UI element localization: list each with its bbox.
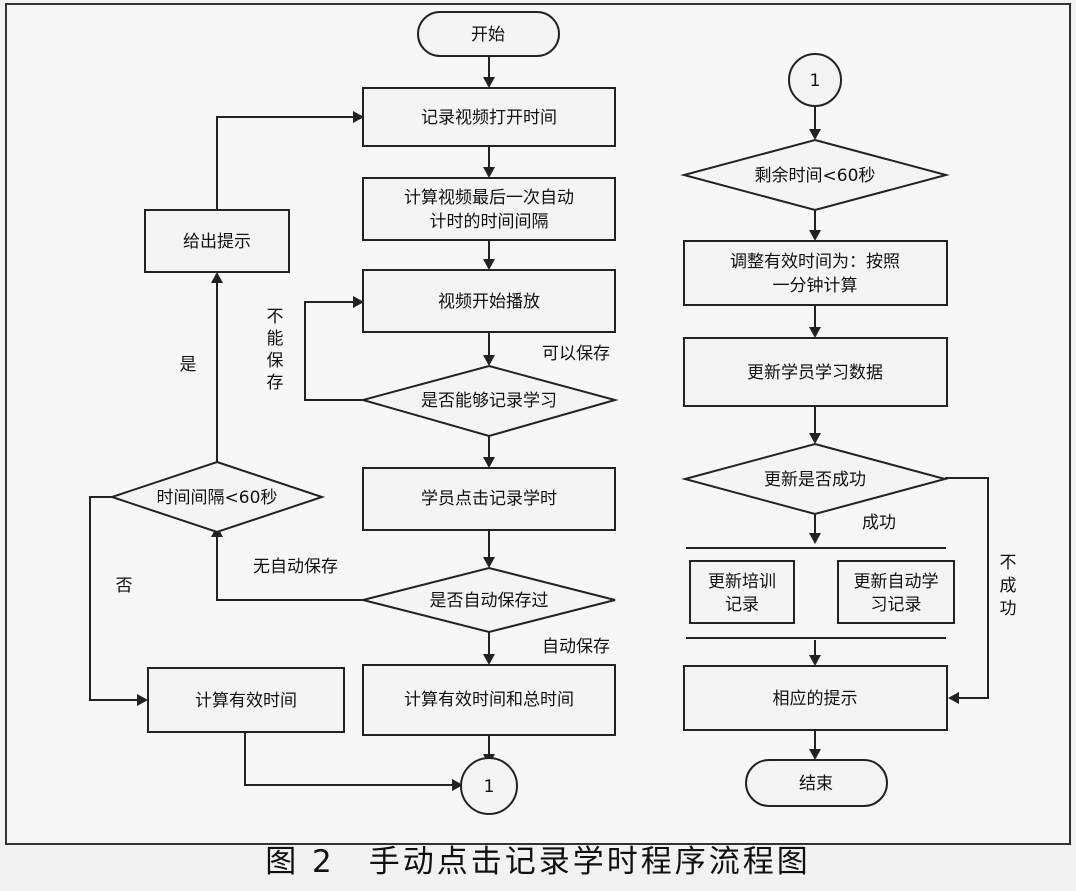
adjust-process [683,240,948,306]
end-terminal [745,759,888,807]
remain-check-label: 剩余时间<60秒 [755,166,876,186]
click-record-process [362,467,616,531]
calc-interval-label-2: 计时的时间间隔 [430,212,549,232]
success-label: 成功 [862,513,896,533]
can-save-label: 可以保存 [542,344,610,364]
edges-right [686,105,989,760]
auto-save-label: 自动保存 [542,637,610,657]
record-open-process [362,87,616,147]
connector-left [460,757,518,815]
calc-effective-process [147,667,345,733]
hint-process [683,665,948,731]
connector-right [788,53,842,107]
update-auto-label-1: 更新自动学 [854,572,939,592]
update-train-label-2: 记录 [725,595,759,615]
cannot-save-label-1: 不 [267,307,284,327]
update-ok-decision [681,442,949,516]
calc-total-process [362,664,616,736]
update-data-label: 更新学员学习数据 [747,363,883,383]
end-label: 结束 [799,774,833,794]
auto-saved-decision [362,566,616,634]
fail-label-2: 成 [1000,576,1017,596]
connector-right-label: 1 [810,71,821,91]
click-record-label: 学员点击记录学时 [421,489,557,509]
fail-label-1: 不 [1000,553,1017,573]
calc-effective-label: 计算有效时间 [195,691,297,711]
update-train-process [689,560,795,624]
update-ok-label: 更新是否成功 [764,470,866,490]
no-label: 否 [116,576,133,596]
record-open-label: 记录视频打开时间 [421,108,557,128]
adjust-label-2: 一分钟计算 [773,276,858,296]
remain-check-decision [680,138,950,212]
interval-check-label: 时间间隔<60秒 [157,488,278,508]
update-data-process [683,337,948,407]
fail-label-3: 功 [1000,599,1017,619]
connector-left-label: 1 [484,777,495,797]
update-auto-label-2: 习记录 [871,595,922,615]
can-record-label: 是否能够记录学习 [421,391,557,411]
play-process [362,269,616,333]
start-label: 开始 [471,25,505,45]
give-hint-process [144,209,290,273]
calc-total-label: 计算有效时间和总时间 [404,690,574,710]
yes-label: 是 [180,355,197,375]
interval-check-decision [108,460,326,534]
can-record-decision [359,364,619,438]
cannot-save-label-3: 保 [267,351,284,371]
calc-interval-process [362,177,616,241]
no-auto-save-label: 无自动保存 [253,557,338,577]
cannot-save-label-2: 能 [267,329,284,349]
update-auto-process [837,560,955,624]
adjust-label-1: 调整有效时间为：按照 [730,252,900,272]
cannot-save-label-4: 存 [267,373,284,393]
auto-saved-label: 是否自动保存过 [430,591,549,611]
play-label: 视频开始播放 [438,292,540,312]
edges-left [89,56,495,791]
calc-interval-label-1: 计算视频最后一次自动 [404,188,574,208]
give-hint-label: 给出提示 [183,232,251,252]
figure-caption: 图 2 手动点击记录学时程序流程图 [265,844,811,880]
hint-label: 相应的提示 [773,689,858,709]
update-train-label-1: 更新培训 [708,572,776,592]
start-terminal [417,11,560,57]
